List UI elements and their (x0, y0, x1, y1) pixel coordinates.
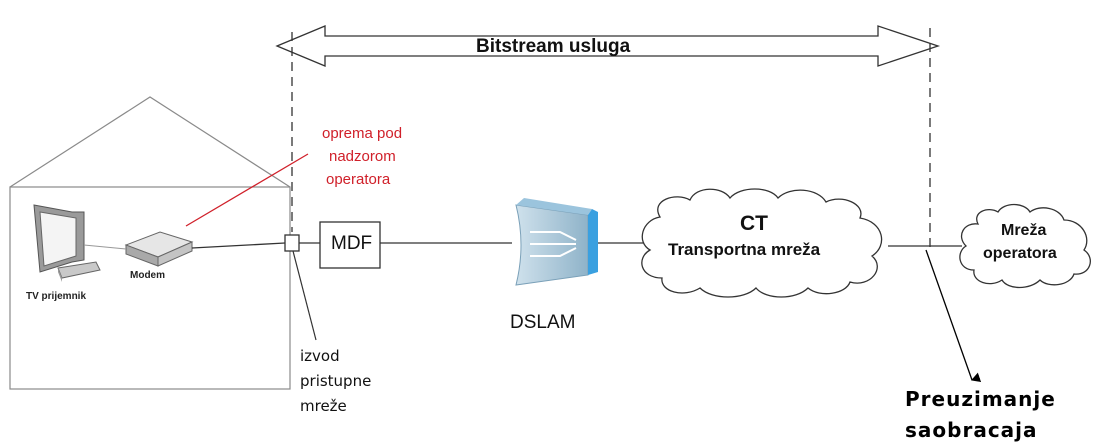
ct-cloud-icon (641, 188, 883, 298)
operator-cloud-icon (959, 203, 1091, 289)
oprema-label-line2: nadzorom (329, 148, 396, 165)
modem-to-mdf-line (191, 242, 286, 249)
tv-modem-line (83, 244, 127, 250)
mdf-box (319, 221, 381, 269)
oprema-label-line3: operatora (326, 171, 391, 188)
mreza-label-line2: operatora (983, 245, 1057, 262)
modem-label: Modem (130, 270, 165, 281)
preuzimanje-label-line1: Preuzimanje (905, 387, 1056, 411)
oprema-label-line1: oprema pod (322, 125, 403, 142)
preuzimanje-arrow (925, 249, 982, 383)
dslam-icon (515, 198, 598, 286)
ct-title: CT (740, 212, 768, 235)
preuzimanje-label-line2: saobracaja (905, 418, 1038, 442)
izvod-label-line3: mreže (300, 397, 347, 415)
modem-icon (124, 231, 194, 267)
mdf-label: MDF (331, 233, 373, 254)
bitstream-double-arrow (275, 25, 941, 67)
ct-subtitle: Transportna mreža (668, 240, 821, 259)
bitstream-label: Bitstream usluga (476, 36, 631, 57)
oprema-pointer-line (185, 153, 309, 227)
izvod-label-line2: pristupne (300, 372, 372, 390)
izvod-label-line1: izvod (300, 347, 340, 365)
house-outline (9, 96, 291, 390)
mreza-label-line1: Mreža (1001, 222, 1047, 239)
access-point-box (284, 234, 300, 252)
dslam-label: DSLAM (510, 312, 576, 333)
izvod-pointer-line (292, 250, 317, 341)
tv-icon (33, 204, 101, 282)
tv-label: TV prijemnik (26, 291, 87, 302)
